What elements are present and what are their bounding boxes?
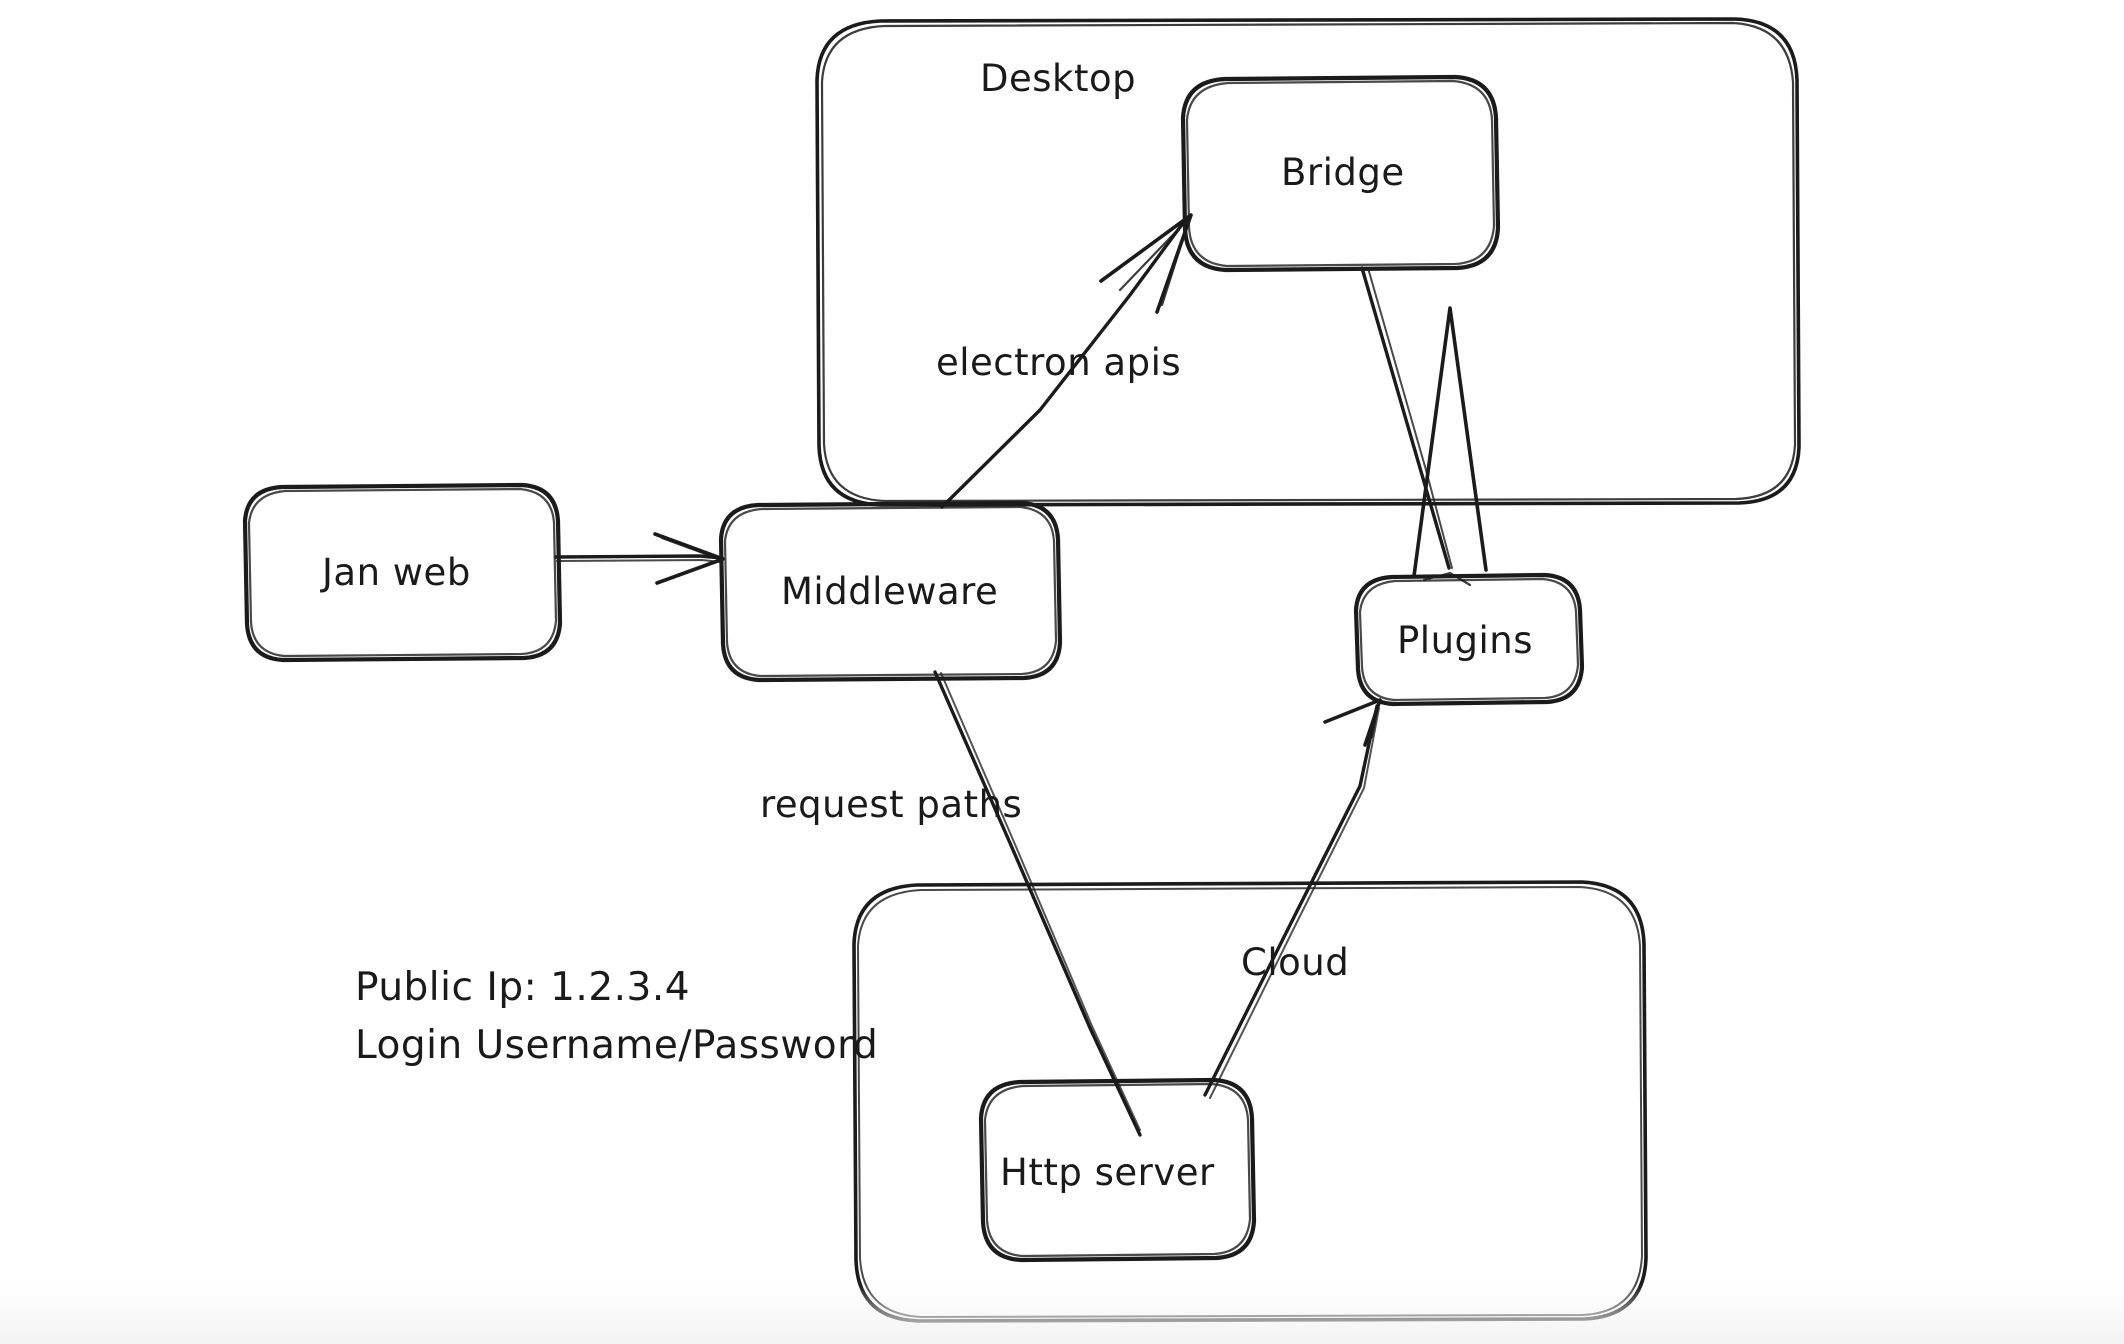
arrowhead-bridge-bottom-left-secondary xyxy=(1118,215,1192,307)
middleware-box-outline xyxy=(718,500,1063,683)
group-desktop[interactable]: Desktop xyxy=(815,17,1801,507)
plugins-box-outline xyxy=(1353,572,1585,707)
arrowhead-middleware-left-secondary xyxy=(660,536,724,562)
edge-http-server-to-plugins[interactable]: Cloud xyxy=(1203,698,1382,1099)
plugins-box-outline-secondary xyxy=(1358,577,1580,702)
node-plugins[interactable]: Plugins xyxy=(1353,572,1585,707)
edge-line-middleware-http-server-secondary xyxy=(940,672,1141,1131)
bridge-box-outline xyxy=(1180,74,1501,273)
http-server-box-outline xyxy=(978,1077,1257,1263)
desktop-group-label: Desktop xyxy=(980,57,1136,100)
edge-line-http-server-plugins-secondary xyxy=(1209,707,1380,1099)
note-login: Login Username/Password xyxy=(355,1023,878,1068)
node-bridge[interactable]: Bridge xyxy=(1180,74,1501,273)
node-middleware[interactable]: Middleware xyxy=(718,500,1063,683)
arrowhead-plugins-top xyxy=(1412,306,1488,578)
edge-bridge-to-plugins[interactable] xyxy=(1360,266,1488,587)
edge-line-jan-web-middleware xyxy=(554,554,724,560)
node-jan-web[interactable]: Jan web xyxy=(242,482,563,663)
edge-middleware-to-bridge[interactable]: electron apis xyxy=(936,213,1193,509)
arrowhead-bridge-bottom-left xyxy=(1099,213,1193,314)
notes-block: Public Ip: 1.2.3.4 Login Username/Passwo… xyxy=(355,965,878,1068)
middleware-box-outline-secondary xyxy=(723,505,1058,678)
bridge-box-outline-secondary xyxy=(1185,79,1496,268)
edge-label-cloud: Cloud xyxy=(1241,941,1349,984)
edge-label-electron-apis: electron apis xyxy=(936,341,1181,384)
node-http-server[interactable]: Http server xyxy=(978,1077,1257,1263)
http-server-box-outline-secondary xyxy=(983,1082,1252,1258)
desktop-container-outline xyxy=(815,17,1801,507)
edge-line-jan-web-middleware-secondary xyxy=(556,559,722,563)
edge-line-middleware-bridge xyxy=(940,217,1188,509)
edge-jan-web-to-middleware[interactable] xyxy=(554,532,725,585)
edge-line-http-server-plugins xyxy=(1203,704,1379,1097)
middleware-label: Middleware xyxy=(781,570,998,613)
note-public-ip: Public Ip: 1.2.3.4 xyxy=(355,965,690,1010)
edge-label-request-paths: request paths xyxy=(760,783,1022,826)
jan-web-label: Jan web xyxy=(320,551,471,594)
edge-line-bridge-plugins xyxy=(1360,266,1451,570)
bridge-label: Bridge xyxy=(1281,151,1405,194)
edge-line-bridge-plugins-secondary xyxy=(1367,267,1453,569)
desktop-container-outline-secondary xyxy=(820,21,1797,503)
jan-web-box-outline xyxy=(242,482,563,663)
plugins-label: Plugins xyxy=(1397,619,1533,662)
jan-web-box-outline-secondary xyxy=(247,487,558,658)
http-server-label: Http server xyxy=(1000,1151,1215,1194)
